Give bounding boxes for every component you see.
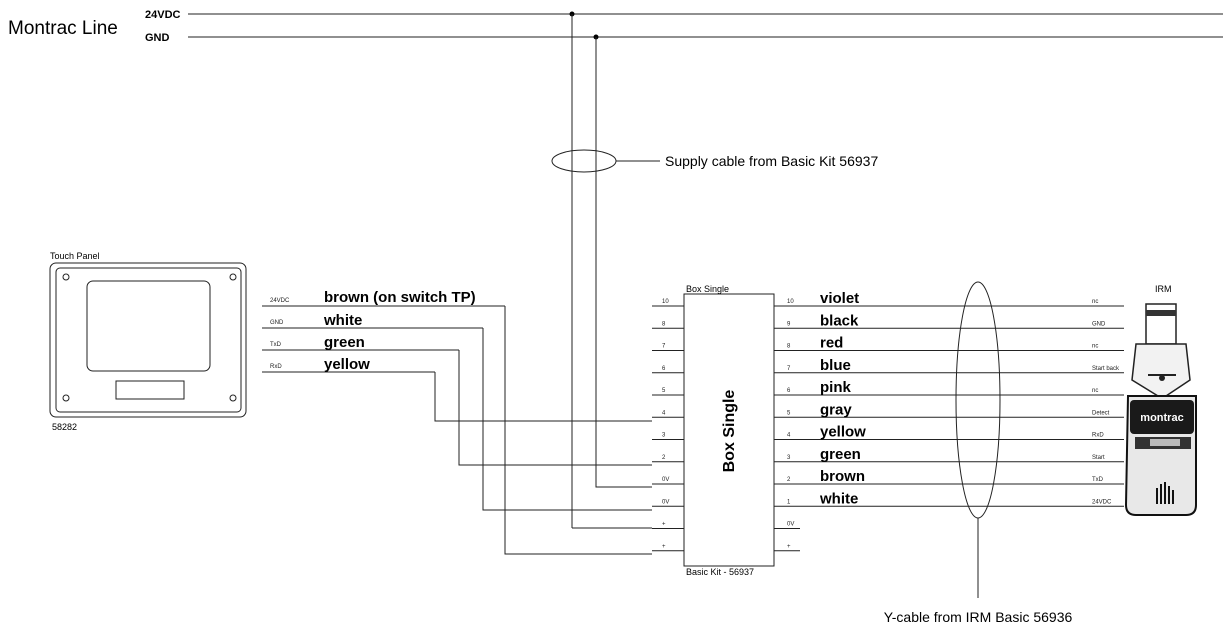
box-right-pin-label: 9 (787, 321, 791, 327)
box-left-pin-label: 8 (662, 321, 666, 327)
box-right-pin-label: 2 (787, 477, 791, 483)
supply-wire-gnd (595, 37, 652, 488)
box-left-pin-label: 6 (662, 366, 666, 372)
screw-icon (62, 273, 70, 281)
box-right-pin-label: + (787, 544, 791, 550)
box-right-pin-label: 4 (787, 433, 791, 439)
touch-panel-title: Touch Panel (50, 251, 100, 261)
box-title-center: Box Single (721, 390, 738, 473)
irm-signal-label: Start back (1092, 366, 1120, 372)
box-left-pin-label: + (662, 544, 666, 550)
irm-wire-color: blue (820, 357, 851, 374)
irm-wire-color: yellow (820, 424, 866, 441)
tp-pin-gnd: GND (270, 320, 284, 326)
irm-brand-logo: montrac (1140, 412, 1183, 424)
irm-wire-color: black (820, 312, 859, 329)
tp-pin-rxd: RxD (270, 364, 282, 370)
irm-signal-label: 24VDC (1092, 499, 1112, 505)
box-left-pin-label: + (662, 522, 666, 528)
touch-panel-wiring (262, 305, 652, 555)
box-left-pin-label: 3 (662, 433, 666, 439)
irm-signal-label: Detect (1092, 410, 1110, 416)
irm-wire-color: red (820, 335, 843, 352)
irm-device: montrac (1124, 303, 1197, 516)
box-footer-label: Basic Kit - 56937 (686, 567, 754, 577)
box-left-pins: 10 8 7 6 5 4 3 2 0V 0V + + (652, 299, 684, 552)
tp-wire-color: green (324, 334, 365, 351)
irm-signal-label: nc (1092, 299, 1098, 305)
irm-signal-label: nc (1092, 388, 1098, 394)
irm-wire-color: brown (820, 468, 865, 485)
irm-wire-color: gray (820, 401, 852, 418)
irm-signal-label: TxD (1092, 477, 1104, 483)
screw-icon (229, 394, 237, 402)
box-right-pin-label: 3 (787, 455, 791, 461)
box-right-pin-label: 7 (787, 366, 791, 372)
irm-signal-label: RxD (1092, 433, 1104, 439)
box-left-pin-label: 0V (662, 477, 669, 483)
irm-wire-color: green (820, 446, 861, 463)
y-cable-bundle (955, 281, 1001, 519)
irm-title: IRM (1155, 284, 1172, 294)
box-right-pin-label: 8 (787, 344, 791, 350)
box-single (683, 293, 775, 567)
box-right-pin-label: 6 (787, 388, 791, 394)
irm-wire-color: white (819, 490, 858, 507)
touch-panel-part-number: 58282 (52, 422, 77, 432)
tp-pin-txd: TxD (270, 342, 282, 348)
diagram-title: Montrac Line (8, 18, 118, 39)
touch-panel-outer (49, 262, 247, 418)
box-right-pin-label: 5 (787, 410, 791, 416)
box-left-pin-label: 10 (662, 299, 669, 305)
irm-signal-label: GND (1092, 321, 1106, 327)
bus-label-gnd: GND (145, 32, 170, 44)
y-cable-note: Y-cable from IRM Basic 56936 (884, 609, 1073, 625)
box-left-pin-label: 4 (662, 410, 666, 416)
irm-signal-label: nc (1092, 344, 1098, 350)
box-left-pin-label: 7 (662, 344, 666, 350)
box-right-pin-label: 0V (787, 522, 794, 528)
tp-wire-color: brown (on switch TP) (324, 289, 476, 306)
irm-wire-color: pink (820, 379, 851, 396)
tp-wire-color: white (323, 312, 362, 329)
irm-signal-label: Start (1092, 455, 1105, 461)
touch-panel-screen (86, 280, 211, 372)
bus-label-24vdc: 24VDC (145, 9, 181, 21)
supply-cable-note: Supply cable from Basic Kit 56937 (665, 153, 878, 169)
box-left-pin-label: 0V (662, 499, 669, 505)
screw-icon (229, 273, 237, 281)
box-left-pin-label: 5 (662, 388, 666, 394)
touch-panel-bezel (55, 267, 242, 413)
tp-wire-color: yellow (324, 356, 370, 373)
irm-wire-color: violet (820, 290, 859, 307)
box-title-top: Box Single (686, 284, 729, 294)
box-right-pins: 10 9 8 7 6 5 4 3 2 1 0V + (774, 299, 800, 552)
supply-cable-bundle (551, 149, 617, 173)
screw-icon (62, 394, 70, 402)
touch-panel-slot (115, 380, 185, 400)
tp-pin-24vdc: 24VDC (270, 298, 290, 304)
box-right-pin-label: 10 (787, 299, 794, 305)
box-right-pin-label: 1 (787, 499, 791, 505)
box-left-pin-label: 2 (662, 455, 666, 461)
